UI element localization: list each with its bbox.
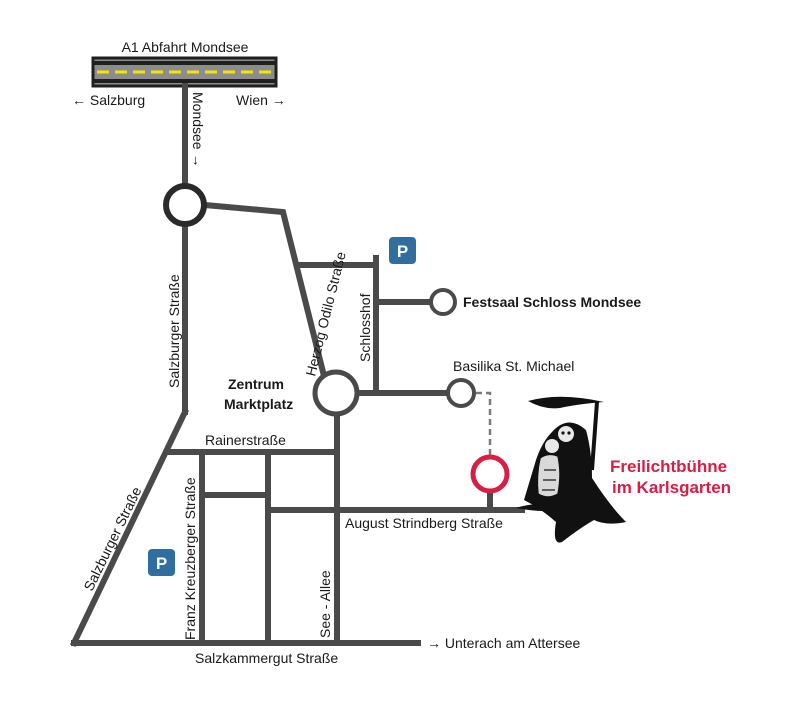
basilika-label: Basilika St. Michael: [453, 358, 574, 374]
franz-kreuzberger-label: Franz Kreuzberger Straße: [182, 477, 198, 640]
rainer-label: Rainerstraße: [205, 432, 286, 448]
road-network: [69, 83, 525, 648]
salzburger-upper-label: Salzburger Straße: [166, 274, 182, 388]
venue-title-line2: im Karlsgarten: [612, 478, 731, 497]
venue-marker: [470, 454, 510, 494]
highway-a1: [91, 56, 278, 88]
parking-symbol-label: P: [397, 242, 408, 261]
road-roundabout-to-herzog: [201, 201, 327, 376]
parking-sign-icon: P: [389, 237, 416, 264]
roundabout-mondsee: [163, 183, 207, 227]
salzburg-direction-label: ← Salzburg: [72, 92, 145, 108]
basilika-marker: [446, 378, 476, 408]
festsaal-marker: [429, 288, 457, 316]
wien-direction-label: Wien →: [236, 92, 286, 108]
august-strindberg-label: August Strindberg Straße: [345, 515, 503, 531]
grim-reaper-with-scythe-icon: [516, 396, 626, 543]
schlosshof-label: Schlosshof: [357, 293, 373, 362]
walkway-dashed: [476, 391, 492, 455]
salzkammergut-label: Salzkammergut Straße: [195, 650, 338, 666]
marktplatz-label: Marktplatz: [224, 396, 293, 412]
highway-exit-label: A1 Abfahrt Mondsee: [122, 39, 249, 55]
parking-symbol-label: P: [156, 554, 167, 573]
mondsee-road-label: Mondsee →: [190, 92, 206, 167]
road-salzburger-lower: [69, 407, 190, 648]
see-allee-label: See - Allee: [317, 570, 333, 638]
salzburger-lower-label: Salzburger Straße: [80, 484, 144, 593]
unterach-label: → Unterach am Attersee: [427, 635, 581, 651]
zentrum-label: Zentrum: [228, 376, 284, 392]
festsaal-label: Festsaal Schloss Mondsee: [463, 294, 641, 310]
venue-title-line1: Freilichtbühne: [610, 457, 727, 476]
roundabout-zentrum: [312, 369, 360, 417]
parking-sign-icon: P: [148, 549, 175, 576]
